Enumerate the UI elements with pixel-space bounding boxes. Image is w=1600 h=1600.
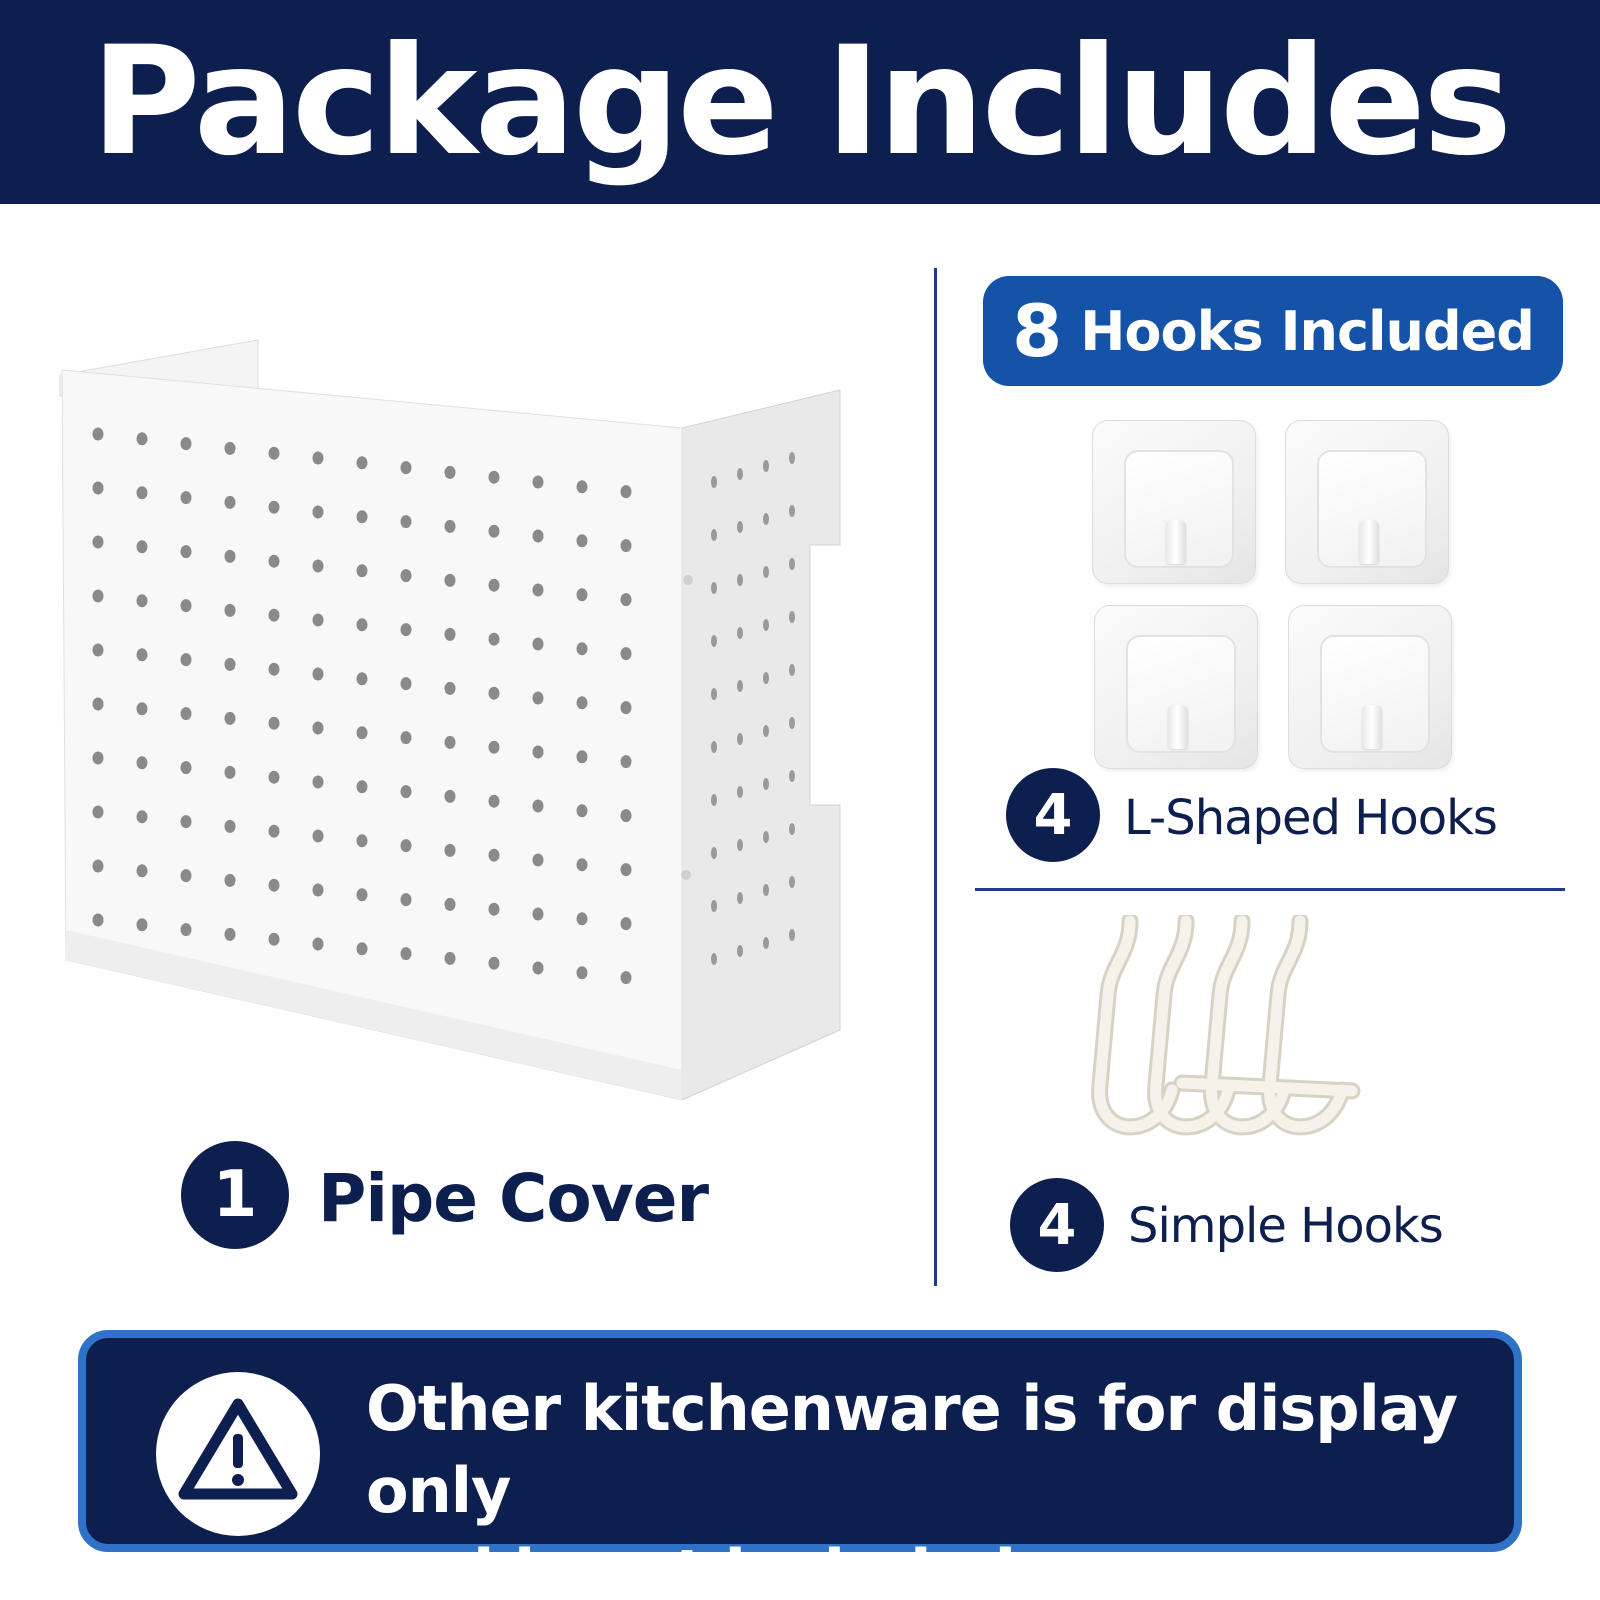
page-title: Package Includes (90, 15, 1512, 189)
simple-hooks-count: 4 (1037, 1192, 1077, 1258)
vertical-divider (934, 268, 937, 1286)
l-shaped-hooks-count-badge: 4 (1006, 768, 1100, 862)
header-banner: Package Includes (0, 0, 1600, 204)
pipe-cover-image (59, 339, 841, 1101)
pipe-cover-label: Pipe Cover (318, 1160, 709, 1237)
notice-line-2: and is not included. (366, 1536, 1039, 1600)
l-shaped-hook-image (1094, 605, 1258, 769)
l-shaped-hook-image (1285, 420, 1449, 584)
pipe-cover-count: 1 (212, 1158, 258, 1232)
simple-hooks-image (1091, 915, 1361, 1136)
warning-icon-circle (156, 1372, 320, 1536)
notice-line-1: Other kitchenware is for display only (366, 1372, 1458, 1527)
l-shaped-hooks-count: 4 (1033, 782, 1073, 848)
hooks-total-count: 8 (1012, 289, 1063, 373)
notice-text: Other kitchenware is for display only an… (366, 1368, 1486, 1600)
simple-hooks-label: Simple Hooks (1128, 1198, 1444, 1254)
hooks-included-badge: 8 Hooks Included (983, 276, 1563, 386)
l-shaped-hooks-label: L-Shaped Hooks (1124, 790, 1498, 846)
hooks-included-label: Hooks Included (1080, 299, 1535, 363)
horizontal-divider (975, 888, 1565, 891)
l-shaped-hook-image (1092, 420, 1256, 584)
warning-icon (178, 1398, 298, 1500)
l-shaped-hook-image (1288, 605, 1452, 769)
pipe-cover-count-badge: 1 (181, 1141, 289, 1249)
notice-banner: Other kitchenware is for display only an… (78, 1330, 1522, 1600)
simple-hooks-count-badge: 4 (1010, 1178, 1104, 1272)
